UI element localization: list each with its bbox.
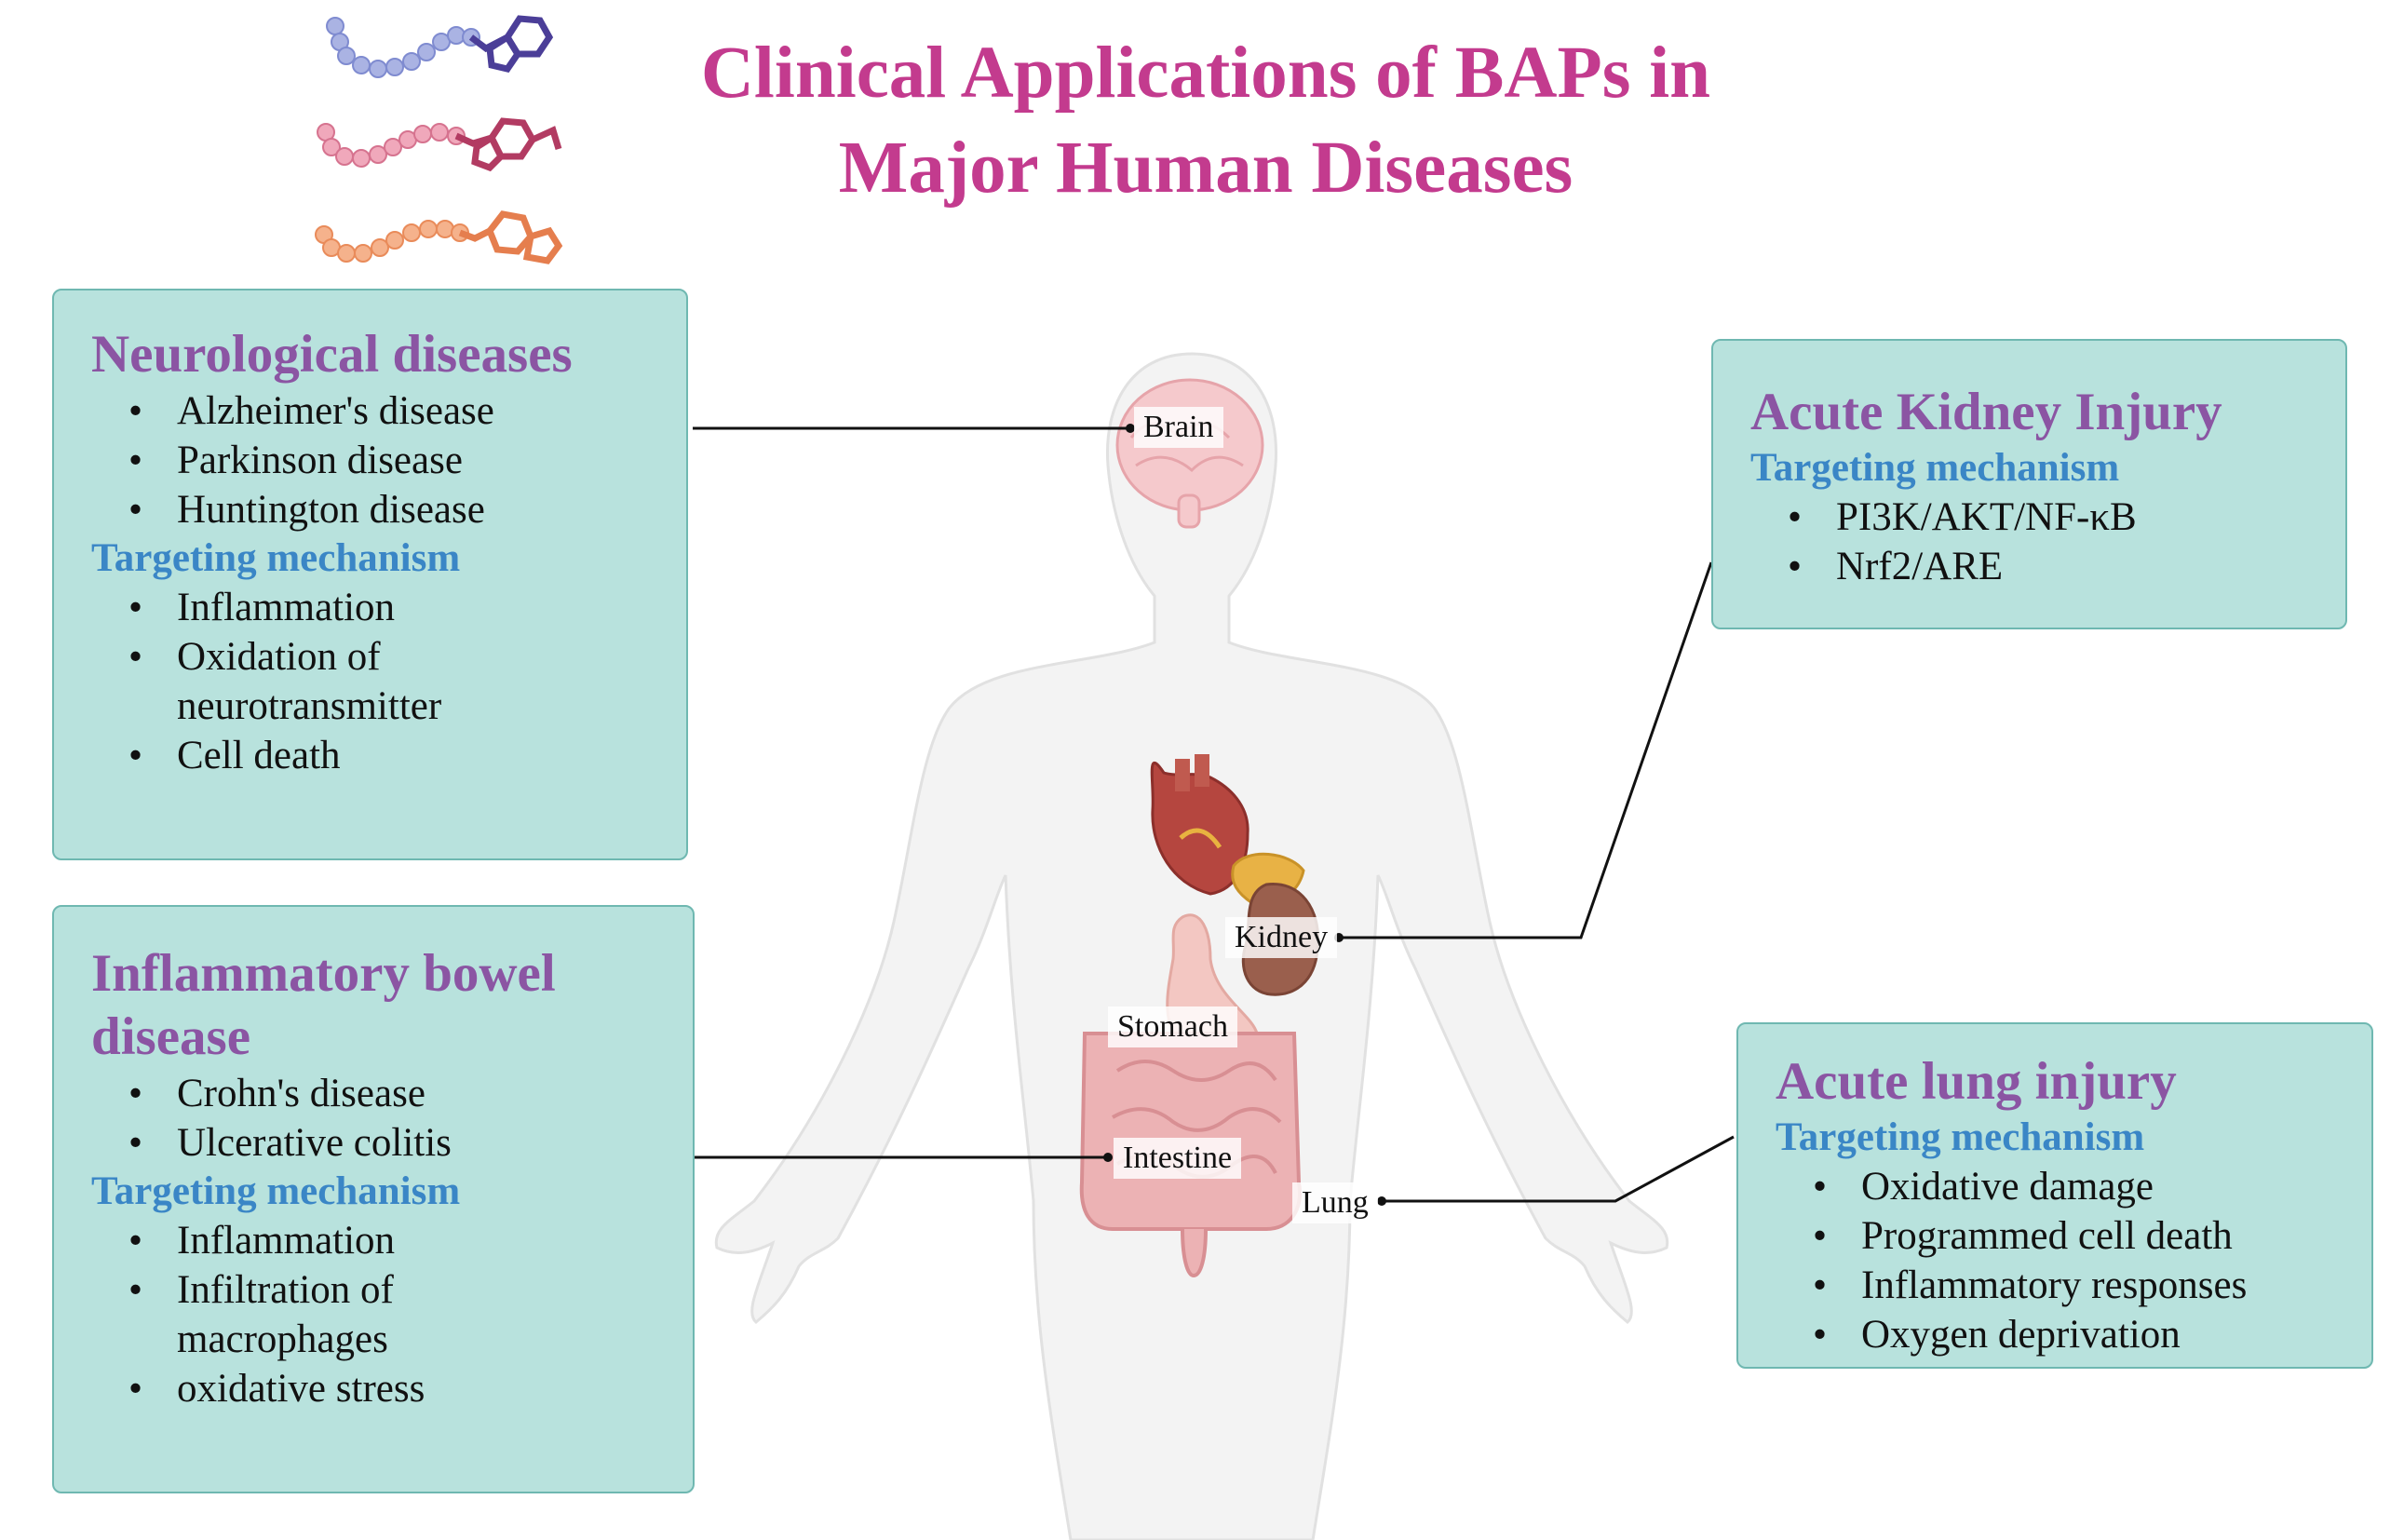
- connector-kidney: [1339, 561, 1713, 939]
- ali-mechanism-list: Oxidative damage Programmed cell death I…: [1776, 1162, 2343, 1359]
- intestine-dot: [1103, 1153, 1113, 1162]
- title-line-2: Major Human Diseases: [838, 128, 1573, 209]
- ali-mechanism-label: Targeting mechanism: [1776, 1115, 2145, 1159]
- heart-organ: [1150, 754, 1249, 896]
- label-lung: Lung: [1292, 1182, 1378, 1223]
- ali-heading: Acute lung injury: [1776, 1052, 2177, 1111]
- aki-box: Acute Kidney Injury Targeting mechanism …: [1711, 339, 2347, 629]
- peptide-chain-pink-icon: [317, 117, 562, 172]
- list-item: Oxidation of neurotransmitter: [91, 632, 531, 731]
- peptide-chain-orange-icon: [315, 210, 563, 264]
- neurological-diseases-box: Neurological diseases Alzheimer's diseas…: [52, 289, 688, 860]
- list-item: Inflammation: [91, 583, 658, 632]
- ibd-box: Inflammatory bowel disease Crohn's disea…: [52, 905, 695, 1493]
- list-item: Cell death: [91, 731, 658, 780]
- list-item: Inflammatory responses: [1776, 1261, 2343, 1310]
- list-item: oxidative stress: [91, 1364, 665, 1413]
- aki-mechanism-list: PI3K/AKT/NF-κB Nrf2/ARE: [1750, 493, 2317, 591]
- neuro-mechanism-list: Inflammation Oxidation of neurotransmitt…: [91, 583, 658, 780]
- ibd-heading: Inflammatory bowel disease: [91, 944, 556, 1066]
- connector-lung: [1382, 1135, 1735, 1203]
- list-item: Programmed cell death: [1776, 1211, 2343, 1261]
- connector-lines: [693, 426, 1735, 1203]
- neuro-heading: Neurological diseases: [91, 325, 573, 384]
- label-kidney: Kidney: [1225, 917, 1338, 958]
- list-item: Huntington disease: [91, 485, 658, 534]
- list-item: Alzheimer's disease: [91, 386, 658, 436]
- ibd-mechanism-label: Targeting mechanism: [91, 1169, 461, 1213]
- list-item: Crohn's disease: [91, 1069, 665, 1118]
- brain-dot: [1126, 424, 1135, 433]
- list-item: Ulcerative colitis: [91, 1118, 665, 1168]
- list-item: Oxygen deprivation: [1776, 1310, 2343, 1359]
- page-title: Clinical Applications of BAPs in Major H…: [521, 26, 1890, 216]
- neuro-disease-list: Alzheimer's disease Parkinson disease Hu…: [91, 386, 658, 534]
- lung-dot: [1377, 1196, 1386, 1206]
- list-item: Parkinson disease: [91, 436, 658, 485]
- ibd-mechanism-list: Inflammation Infiltration of macrophages…: [91, 1216, 665, 1413]
- aki-heading: Acute Kidney Injury: [1750, 383, 2222, 441]
- label-stomach: Stomach: [1108, 1006, 1237, 1047]
- aki-mechanism-label: Targeting mechanism: [1750, 446, 2120, 490]
- peptide-chain-blue-icon: [326, 15, 554, 78]
- list-item: Inflammation: [91, 1216, 665, 1265]
- neuro-mechanism-label: Targeting mechanism: [91, 536, 461, 580]
- label-brain: Brain: [1134, 407, 1223, 448]
- list-item: Nrf2/ARE: [1750, 542, 2317, 591]
- list-item: Oxidative damage: [1776, 1162, 2343, 1211]
- list-item: Infiltration of macrophages: [91, 1265, 493, 1364]
- ibd-disease-list: Crohn's disease Ulcerative colitis: [91, 1069, 665, 1168]
- title-line-1: Clinical Applications of BAPs in: [700, 33, 1711, 114]
- label-intestine: Intestine: [1114, 1138, 1242, 1179]
- list-item: PI3K/AKT/NF-κB: [1750, 493, 2317, 542]
- ali-box: Acute lung injury Targeting mechanism Ox…: [1736, 1022, 2373, 1369]
